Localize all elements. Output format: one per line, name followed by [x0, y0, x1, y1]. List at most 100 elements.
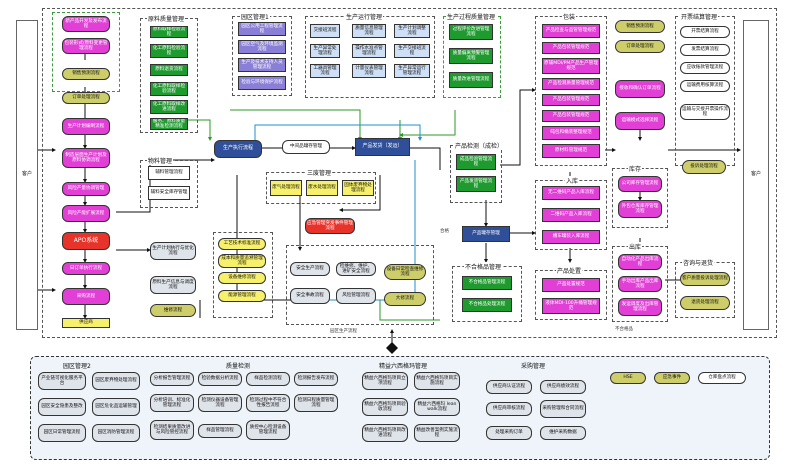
left-item-1[interactable]: 包装形式/原料变更管理流程: [62, 38, 110, 54]
left-item-3[interactable]: 订单处理流程: [62, 92, 110, 104]
pkg-item-7[interactable]: 原材料管理规范: [542, 144, 600, 158]
out-item-1[interactable]: 手动出库产品出库流程: [618, 276, 662, 292]
out-item-2[interactable]: 发运调度及出库管理流程: [618, 298, 662, 316]
left-item-11[interactable]: 供应商: [62, 318, 110, 328]
consult-item-0[interactable]: 客户质量投诉处理流程: [680, 272, 730, 286]
cost-trace[interactable]: 成本和质量追溯管理流程: [218, 254, 266, 268]
material-trace[interactable]: 原料生产信息与调度流程: [150, 276, 196, 294]
q-item-10[interactable]: 质控中心检测设备管理流程: [246, 420, 290, 440]
p2-item-1[interactable]: 园区废弃物处理流程: [92, 372, 140, 390]
plant1-item-1[interactable]: 园区空气及环境监测流程: [238, 40, 286, 54]
waste-item-1[interactable]: 废水处理流程: [306, 180, 338, 196]
pq-item-2[interactable]: 质量改进管理流程: [449, 72, 493, 88]
out-item-0[interactable]: 自动化产品出库流程: [618, 254, 662, 270]
q-item-2[interactable]: 样品检测流程: [246, 372, 290, 386]
lean-item-5[interactable]: 精益改善案例实施流程: [414, 424, 460, 442]
lean-item-1[interactable]: 精益六西格玛项目实施流程: [414, 372, 460, 390]
pkg-item-6[interactable]: 吨包和桶装整理规范: [542, 126, 600, 140]
pc-item-1[interactable]: 产品发货管理流程: [456, 176, 496, 192]
q-item-6[interactable]: 检测过程中不符合性报告流程: [246, 394, 290, 412]
pur-item-5[interactable]: 维护采购数据: [540, 426, 586, 440]
pkg-item-3[interactable]: 产品检测质量管理规范: [542, 78, 600, 90]
process-std[interactable]: 工艺技术标准流程: [218, 238, 266, 250]
waste-item-0[interactable]: 废气处理流程: [270, 180, 302, 196]
plant1-item-3[interactable]: 检验与环境保护流程: [238, 76, 286, 90]
disp-item-0[interactable]: 产品处置规范: [542, 278, 600, 292]
energy-mgmt[interactable]: 能源管理流程: [218, 290, 266, 302]
right-item-1[interactable]: 订单处理流程: [615, 40, 665, 53]
pq-item-0[interactable]: 过程评价改进管理流程: [449, 24, 493, 40]
in-item-1[interactable]: 二维码产品入库流程: [542, 208, 600, 222]
pkg-item-1[interactable]: 产品包装管理规范: [542, 42, 600, 54]
product-release[interactable]: 产品发货（发运）: [355, 138, 410, 156]
left-item-2[interactable]: 销售预测流程: [62, 68, 110, 80]
it-system[interactable]: 维修流程: [150, 304, 196, 317]
raw-item-2[interactable]: 原料退货流程: [150, 64, 188, 76]
prod-item-6[interactable]: 工器具管理流程: [310, 64, 340, 78]
store-item-1[interactable]: 外包仓库库存管理流程: [618, 200, 662, 218]
material-item-0[interactable]: 辅料管理流程: [148, 166, 190, 180]
in-item-2[interactable]: 槽车罐装入库流程: [542, 230, 600, 244]
pq-item-1[interactable]: 质量偏离预警管理流程: [449, 48, 493, 64]
left-item-7[interactable]: 风险产能扩展流程: [62, 205, 110, 222]
left-item-apo[interactable]: APO系统: [62, 232, 110, 250]
q-item-0[interactable]: 分析报告管理流程: [150, 372, 194, 386]
prod-item-4[interactable]: 操作水准点管理流程: [352, 44, 386, 58]
left-item-9[interactable]: 日订单执行流程: [62, 262, 110, 275]
produce-exec-optimize[interactable]: 生产计划执行与优化流程: [150, 242, 196, 260]
complaint[interactable]: 投诉处理流程: [682, 160, 726, 174]
safety-item-1[interactable]: 检维修、维护、进矿安全流程: [336, 262, 376, 276]
pkg-item-2[interactable]: 原辅MDI/PM产品生产管理规范: [542, 58, 600, 74]
settle-item-4[interactable]: 运输与交接开票操作流程: [680, 104, 730, 120]
in-item-0[interactable]: 无二维码产品入库流程: [542, 186, 600, 200]
prod-item-3[interactable]: 生产异常处理流程: [310, 44, 340, 58]
q-item-8[interactable]: 检测结果质量改进与风险管控流程: [150, 420, 194, 440]
p2-item-0[interactable]: 产业链可视化服务平台: [38, 372, 86, 390]
raw-item-4[interactable]: 化工原料取样改进流程: [150, 100, 188, 114]
prod-item-5[interactable]: 生产交接班流程: [394, 44, 430, 58]
q-item-7[interactable]: 检测日程质量管理流程: [294, 394, 338, 412]
q-item-5[interactable]: 检测仪器设备管理流程: [198, 394, 242, 412]
raw-item-1[interactable]: 化工原料检验流程: [150, 44, 188, 58]
settle-item-0[interactable]: 开票结算流程: [680, 26, 730, 38]
prod-item-1[interactable]: 质量信息管理流程: [352, 24, 386, 38]
production-exec[interactable]: 生产执行流程: [214, 140, 262, 158]
left-item-5[interactable]: 制造层面生产计划及原料协调流程: [62, 148, 110, 168]
safety-item-4[interactable]: 设备日常检查维修流程: [384, 264, 426, 280]
p2-item-2[interactable]: 园区安全隐患及整改: [38, 398, 86, 416]
q-item-1[interactable]: 检验数据分析流程: [198, 372, 242, 386]
expand-icon[interactable]: [386, 342, 398, 354]
safety-item-5[interactable]: 大修流程: [384, 292, 426, 306]
prod-item-7[interactable]: 计量仪表管理流程: [352, 64, 386, 78]
lean-item-0[interactable]: 精益六西格玛项目立项流程: [362, 372, 408, 390]
right-item-0[interactable]: 销售预测流程: [615, 20, 665, 33]
nc-item-0[interactable]: 不合格品管理流程: [462, 276, 512, 290]
settle-item-3[interactable]: 运输费用核算流程: [680, 80, 730, 92]
prod-item-2[interactable]: 生产计划调整流程: [394, 24, 430, 38]
q-item-3[interactable]: 检测报告发布流程: [294, 372, 338, 386]
prod-item-0[interactable]: 交接班流程: [310, 24, 340, 38]
consult-item-1[interactable]: 退货处理流程: [680, 296, 730, 310]
left-item-6[interactable]: 风险产量协调管理: [62, 182, 110, 196]
pur-item-4[interactable]: 处理采购订单: [486, 426, 532, 440]
left-item-4[interactable]: 生产计划编制流程: [62, 118, 110, 135]
p2-item-5[interactable]: 园区消防管理流程: [92, 424, 140, 442]
pur-item-2[interactable]: 供应商审核流程: [486, 402, 532, 416]
material-item-1[interactable]: 辅料安全库存管理: [148, 186, 190, 200]
q-item-9[interactable]: 样品管理流程: [198, 424, 242, 438]
p2-item-3[interactable]: 园区危化品运输管理: [92, 398, 140, 416]
pkg-item-4[interactable]: 产品包装管理规范: [542, 94, 600, 106]
lean-item-4[interactable]: 精益六西格玛项目改进流程: [362, 424, 408, 442]
disp-item-1[interactable]: 液体MDI-100升桶管理规范: [542, 298, 600, 314]
settle-item-1[interactable]: 发票结算流程: [680, 44, 730, 56]
pc-item-0[interactable]: 成品检验管理流程: [456, 154, 496, 170]
nc-item-1[interactable]: 不合格品处理流程: [462, 298, 512, 312]
safety-item-3[interactable]: 风险管理流程: [336, 288, 376, 304]
semi-product-tank[interactable]: 中间品罐存管理: [282, 140, 330, 154]
left-item-10[interactable]: 采购流程: [62, 288, 110, 305]
plant1-item-0[interactable]: 园区公用工程管理流程: [238, 22, 286, 36]
pur-item-0[interactable]: 供应商认证流程: [486, 380, 532, 394]
pkg-item-5[interactable]: 产品包装管理规范: [542, 110, 600, 122]
waste-item-2[interactable]: 固体废弃物处理流程: [342, 180, 374, 196]
left-item-0[interactable]: 新产品开发及发布流程: [62, 16, 110, 32]
